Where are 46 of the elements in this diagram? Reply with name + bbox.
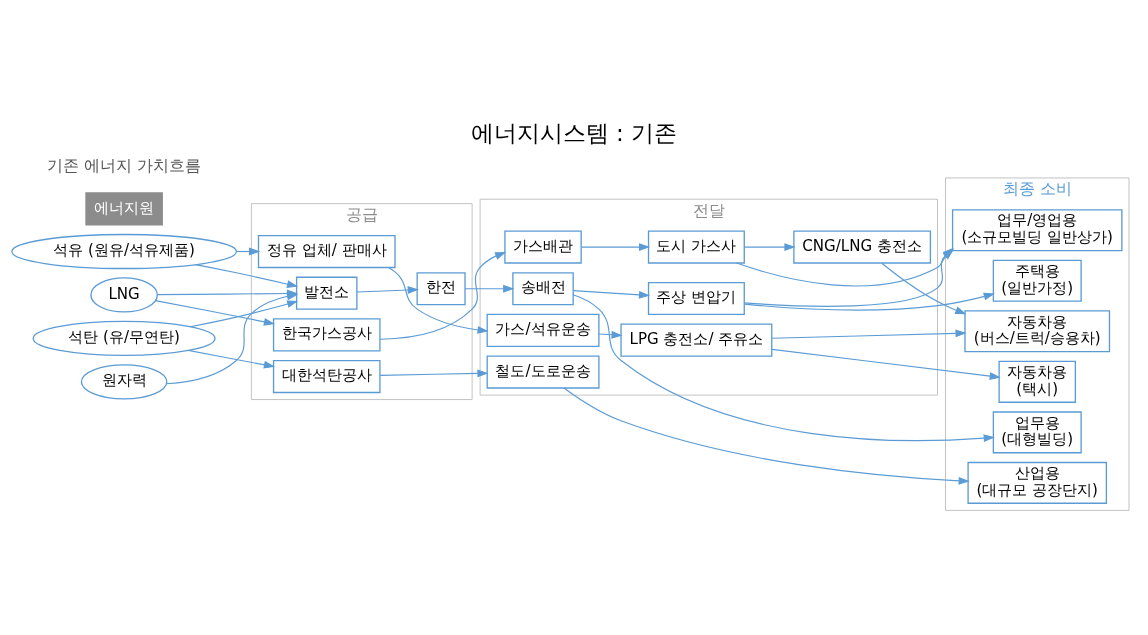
arrow [194, 263, 299, 288]
arrow [572, 293, 995, 442]
arrow [464, 284, 515, 293]
diagram-title: 에너지시스템 : 기존 [470, 119, 678, 146]
arrow [165, 292, 299, 384]
node-box: 철도/도로운송 [486, 354, 600, 389]
node-box: 가스/석유운송 [486, 313, 600, 347]
node-box: 한전 [416, 271, 466, 305]
arrow [771, 348, 1001, 380]
arrow [743, 242, 796, 251]
node-box: 자동차용 (버스/트럭/승용차) [964, 309, 1111, 352]
arrow [154, 299, 276, 326]
node-box: 송배전 [512, 271, 574, 305]
arrow [598, 330, 623, 339]
node-box: 한국가스공사 [272, 317, 381, 351]
node-ellipse: LNG [90, 276, 158, 313]
node-box: 에너지원 [85, 191, 163, 226]
node-box: 업무용 (대형빌딩) [992, 410, 1082, 453]
arrow [187, 349, 276, 369]
node-ellipse: 원자력 [80, 363, 168, 399]
node-box: 주상 변압기 [647, 281, 745, 315]
node-box: 대한석탄공사 [272, 359, 381, 393]
arrow [388, 266, 489, 334]
node-box: CNG/LNG 충전소 [793, 229, 932, 264]
node-box: 가스배관 [504, 229, 582, 264]
node-ellipse: 석탄 (유/무연탄) [32, 320, 216, 356]
node-box: 도시 가스사 [647, 229, 745, 264]
arrow [563, 386, 970, 485]
arrow [881, 262, 967, 314]
node-ellipse: 석유 (원유/석유제품) [11, 233, 238, 269]
label: 기존 에너지 가치흐름 [47, 155, 202, 175]
arrow [771, 329, 967, 339]
node-box: 자동차용 (택시) [998, 360, 1077, 403]
arrow [580, 242, 651, 251]
arrow [379, 251, 507, 340]
node-box: 주택용 (일반가정) [992, 259, 1082, 302]
node-box: 발전소 [295, 276, 358, 310]
arrow [356, 285, 419, 294]
arrow [572, 289, 651, 299]
node-box: 산업용 (대규모 공장단지) [967, 461, 1108, 504]
node-box: LPG 충전소/ 주유소 [620, 323, 773, 357]
arrow [189, 299, 299, 327]
node-box: 정유 업체/ 판매사 [257, 234, 396, 268]
arrow [379, 369, 489, 377]
node-box: 업무/영업용 (소규모빌딩 일반상가) [951, 208, 1123, 251]
arrow [743, 292, 995, 311]
